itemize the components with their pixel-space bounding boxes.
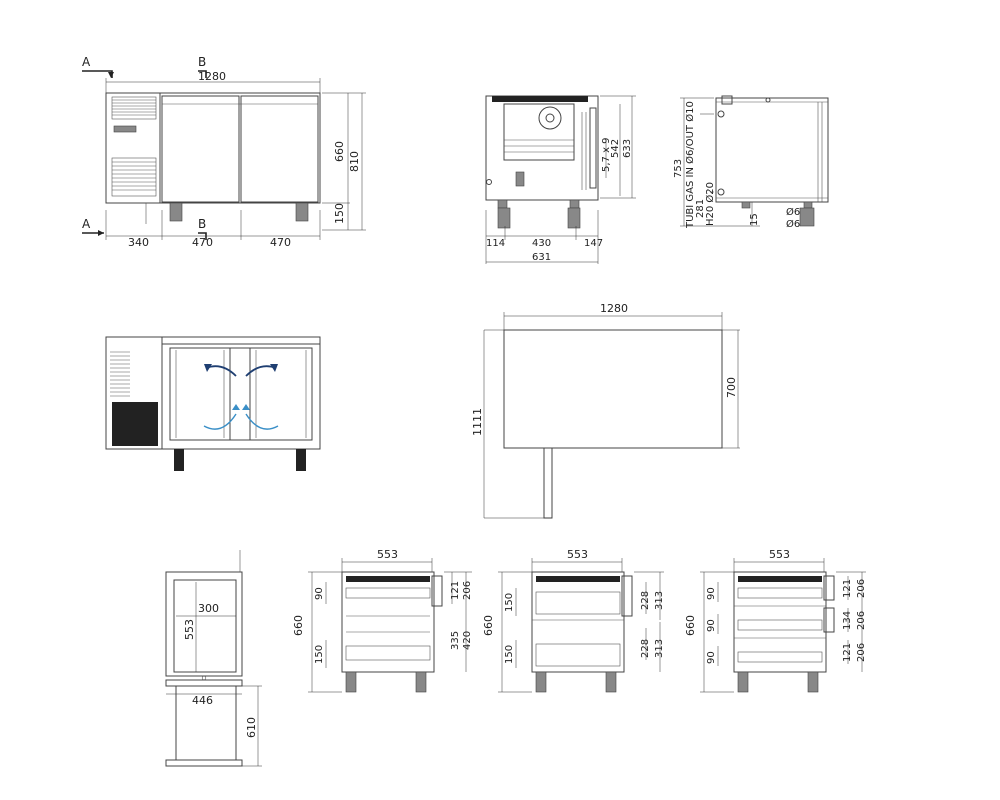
side-b-water-label: H20 Ø20 xyxy=(704,182,716,226)
section-marker-b-bottom: B xyxy=(198,217,206,231)
section-marker-a-top: A xyxy=(82,55,91,69)
side-view-b: 753 TUBI GAS IN Ø6/OUT Ø10 281 H20 Ø20 1… xyxy=(673,95,829,230)
airflow-view xyxy=(105,336,321,471)
section-inner-width: 300 xyxy=(198,602,219,615)
drawer-section-2: 553 660 150 150 228 313 228 313 xyxy=(482,548,665,693)
drawer-3-right-dim-2: 206 xyxy=(856,579,867,598)
section-marker-a-bottom: A xyxy=(82,217,91,231)
front-width-2: 470 xyxy=(192,236,213,249)
drawer-3-left-dim-2: 90 xyxy=(706,619,717,632)
plan-depth: 700 xyxy=(725,377,738,398)
drawer-section-1: 553 660 90 150 121 206 335 420 xyxy=(292,548,473,693)
side-a-height-2: 542 xyxy=(610,139,621,158)
plan-width: 1280 xyxy=(600,302,628,315)
drawer-section-3: 553 660 90 90 90 121 206 134 206 121 206 xyxy=(684,548,867,693)
drawer-3-right-dim-5: 121 xyxy=(842,643,853,662)
front-width-1: 340 xyxy=(128,236,149,249)
drawer-3-right-dim-3: 134 xyxy=(842,611,853,630)
front-width-3: 470 xyxy=(270,236,291,249)
airflow-arrow-left-in xyxy=(203,413,237,430)
side-b-height-total: 753 xyxy=(673,159,684,178)
drawer-3-right-dim-6: 206 xyxy=(856,643,867,662)
drawer-1-right-dim-2: 206 xyxy=(462,581,473,600)
side-b-pipe-diameter-2: Ø6 xyxy=(786,218,800,230)
section-height: 610 xyxy=(245,717,258,738)
side-a-depth-3: 147 xyxy=(584,238,603,249)
side-b-gas-height: 281 xyxy=(695,199,706,218)
section-inner-height: 553 xyxy=(183,619,196,640)
drawer-3-right-dim-1: 121 xyxy=(842,579,853,598)
drawer-3-left-dim-1: 90 xyxy=(706,587,717,600)
plan-view: 1280 1111 700 xyxy=(471,302,740,519)
front-height-body: 660 xyxy=(333,141,346,162)
front-view: A B A B 1280 xyxy=(82,55,366,249)
side-view-a: 5,7 x 9 542 633 114 430 147 631 xyxy=(485,95,636,264)
airflow-arrow-left-out xyxy=(205,365,237,377)
airflow-arrow-right-in xyxy=(245,413,279,430)
drawer-2-height: 660 xyxy=(482,615,495,636)
drawer-2-right-dim-2: 313 xyxy=(654,591,665,610)
drawer-2-left-dim-1: 150 xyxy=(504,593,515,612)
side-b-gas-label: TUBI GAS IN Ø6/OUT Ø10 xyxy=(684,101,696,229)
drawer-3-height: 660 xyxy=(684,615,697,636)
drawer-1-height: 660 xyxy=(292,615,305,636)
side-a-height-3: 633 xyxy=(622,139,633,158)
drawer-2-right-dim-3: 228 xyxy=(640,639,651,658)
drawer-3-right-dim-4: 206 xyxy=(856,611,867,630)
side-a-depth-1: 114 xyxy=(486,238,505,249)
side-a-depth-total: 631 xyxy=(532,252,551,263)
front-height-legs: 150 xyxy=(333,203,346,224)
drawer-1-right-dim-1: 121 xyxy=(450,581,461,600)
side-b-pipe-diameter-1: Ø6 xyxy=(786,206,800,218)
drawer-3-width: 553 xyxy=(769,548,790,561)
front-vent-grille-bottom xyxy=(111,157,157,197)
side-a-height-1: 5,7 x 9 xyxy=(601,137,612,172)
plan-depth-total: 1111 xyxy=(471,408,484,436)
section-detail: 300 553 446 610 xyxy=(165,550,262,767)
drawer-2-left-dim-2: 150 xyxy=(504,645,515,664)
drawer-3-left-dim-3: 90 xyxy=(706,651,717,664)
drawer-1-right-dim-3: 335 xyxy=(450,631,461,650)
front-vent-grille-top xyxy=(111,96,157,120)
drawer-1-left-dim-2: 150 xyxy=(314,645,325,664)
drawer-1-left-dim-1: 90 xyxy=(314,587,325,600)
front-width-total: 1280 xyxy=(198,70,226,83)
side-a-depth-2: 430 xyxy=(532,238,551,249)
drawer-2-width: 553 xyxy=(567,548,588,561)
drawer-1-right-dim-4: 420 xyxy=(462,631,473,650)
airflow-vent-grille xyxy=(110,351,130,397)
section-marker-b-top: B xyxy=(198,55,206,69)
front-height-total: 810 xyxy=(348,151,361,172)
drawer-2-right-dim-4: 313 xyxy=(654,639,665,658)
section-outer-width: 446 xyxy=(192,694,213,707)
drawer-2-right-dim-1: 228 xyxy=(640,591,651,610)
side-b-base-offset: 15 xyxy=(749,213,760,226)
drawer-1-width: 553 xyxy=(377,548,398,561)
